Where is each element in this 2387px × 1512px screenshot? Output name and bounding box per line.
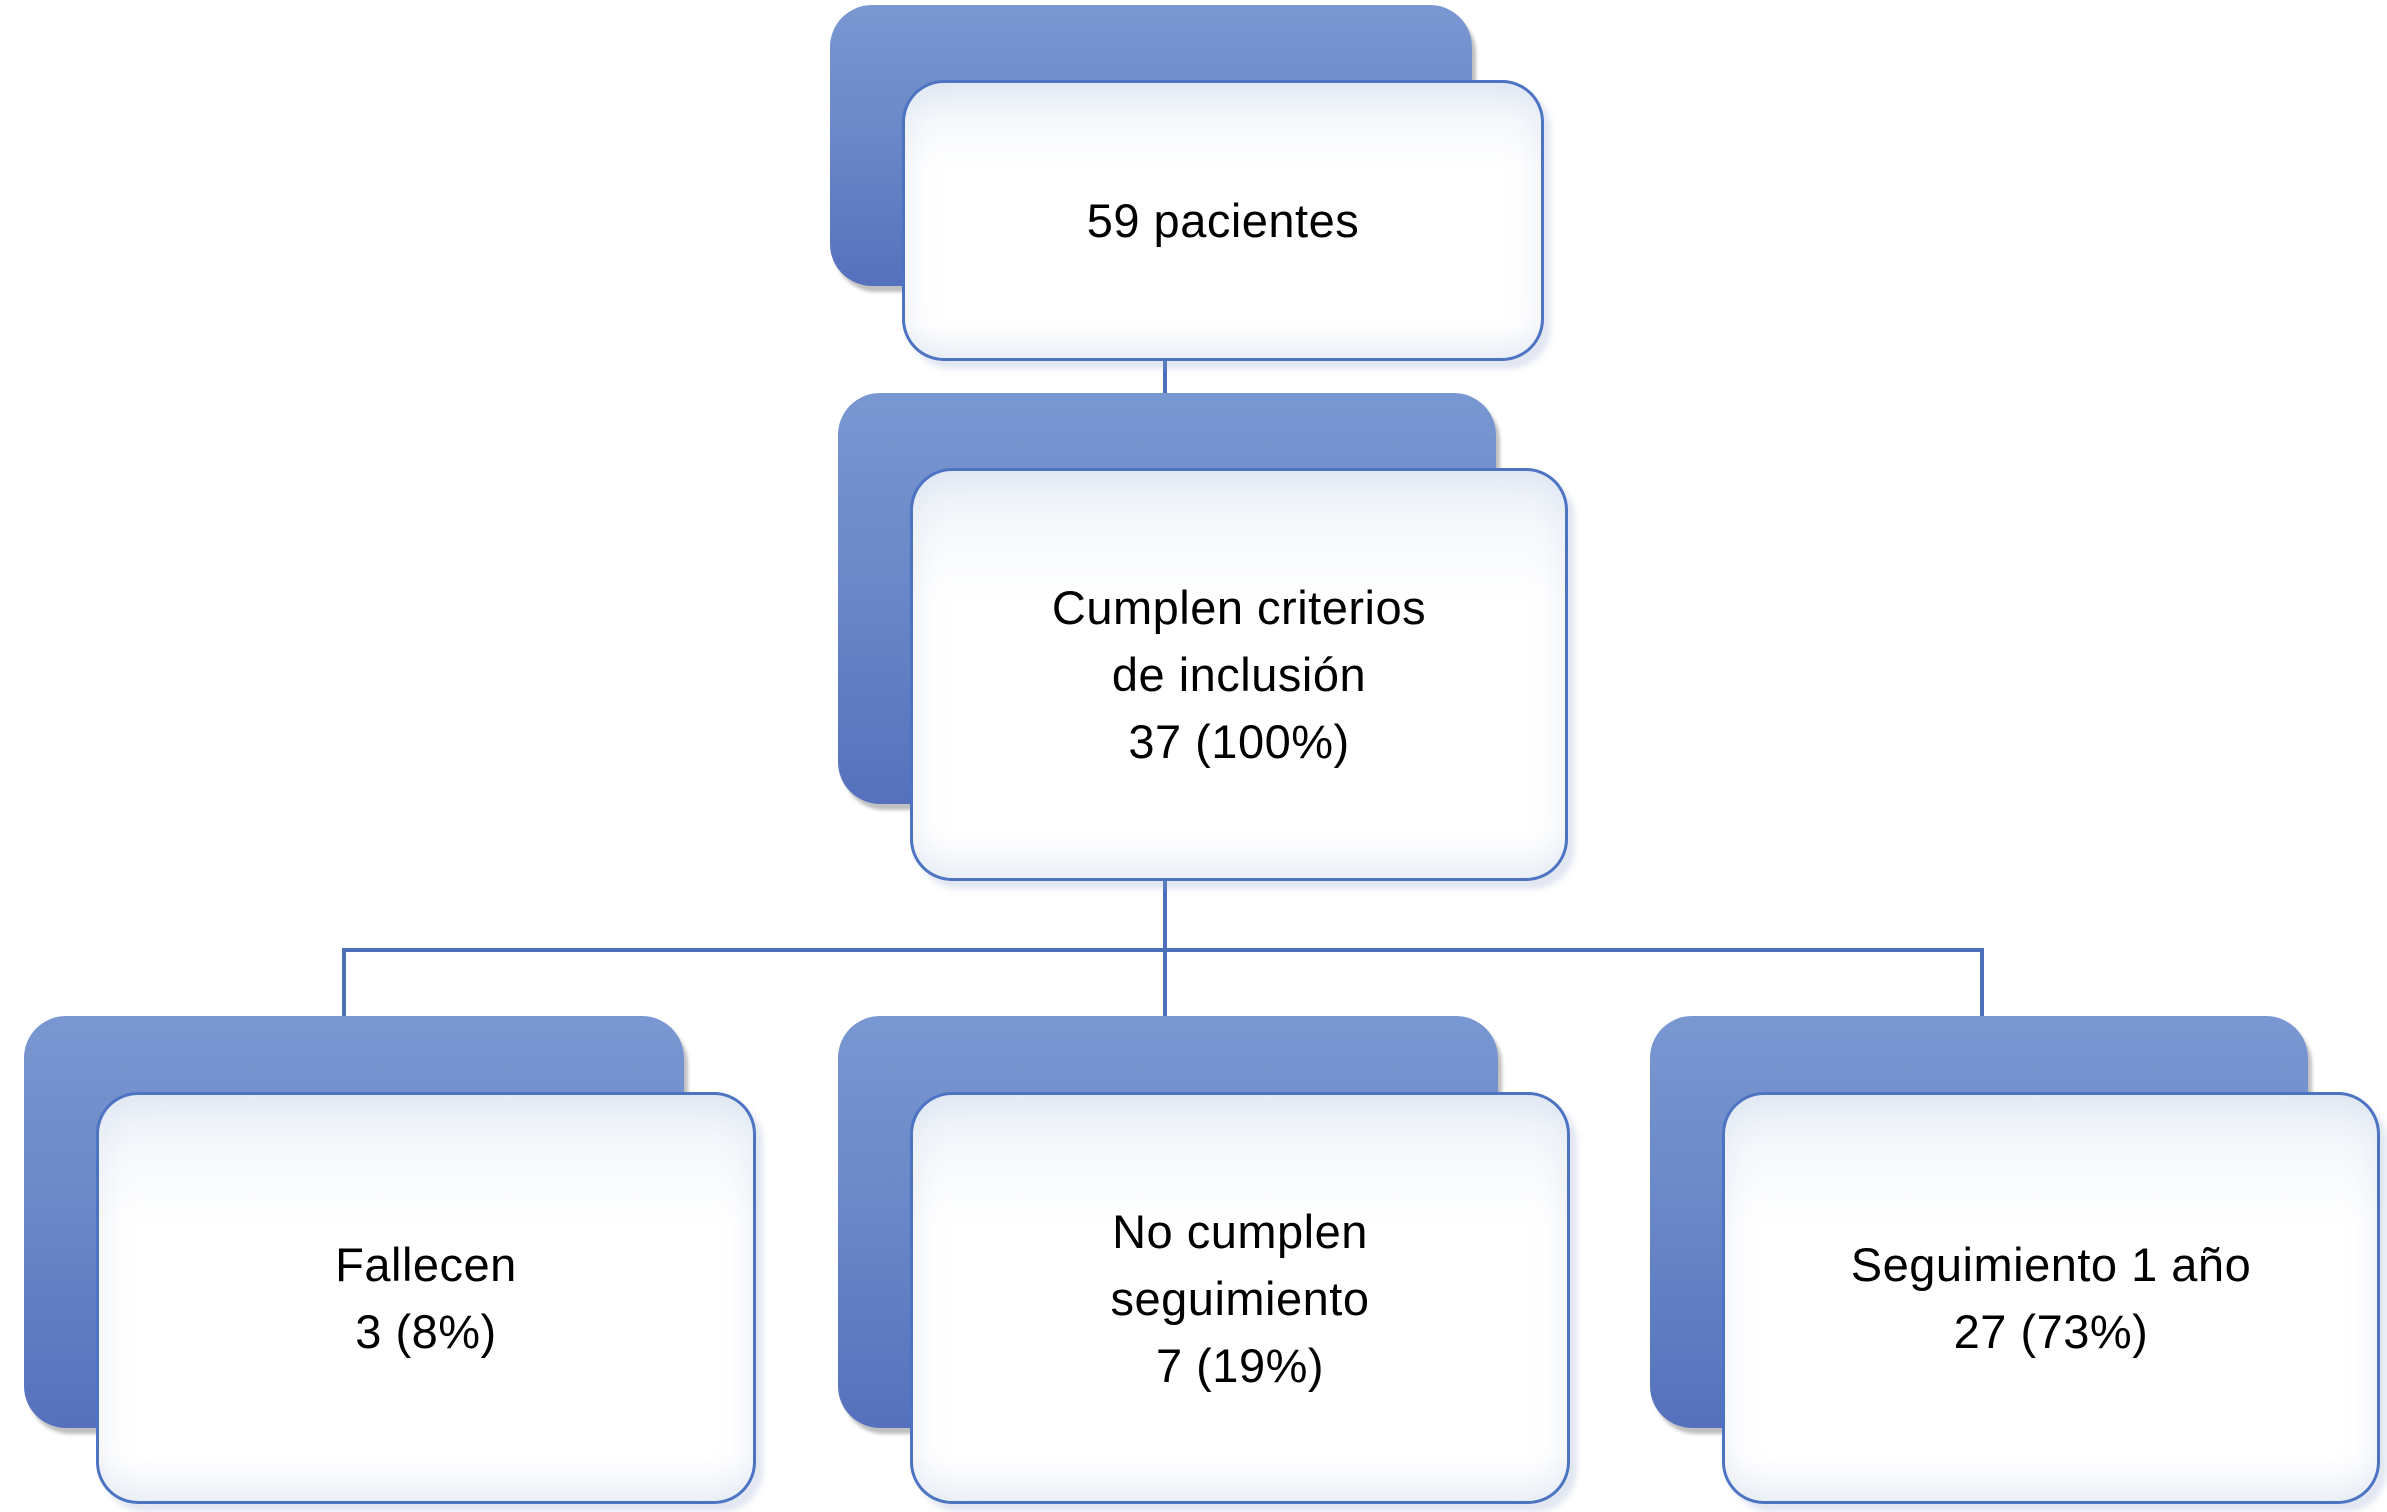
node-no-followup: No cumplen seguimiento 7 (19%) [910, 1092, 1570, 1504]
node-no-followup-label: No cumplen seguimiento 7 (19%) [1111, 1198, 1370, 1399]
node-no-followup-line: 7 (19%) [1155, 1338, 1325, 1392]
node-deceased-line: Fallecen [335, 1238, 517, 1291]
node-inclusion: Cumplen criterios de inclusión 37 (100%) [910, 468, 1568, 881]
node-followup-1-year: Seguimiento 1 año 27 (73%) [1722, 1092, 2380, 1504]
connector-branch-bar [342, 948, 1984, 952]
node-no-followup-line: No cumplen [1112, 1204, 1368, 1258]
node-inclusion-line: Cumplen criterios [1051, 581, 1427, 634]
node-patients-label: 59 pacientes [1087, 187, 1360, 254]
node-patients: 59 pacientes [902, 80, 1544, 361]
node-inclusion-label: Cumplen criterios de inclusión 37 (100%) [1052, 574, 1426, 775]
node-deceased-label: Fallecen 3 (8%) [335, 1231, 517, 1365]
node-deceased: Fallecen 3 (8%) [96, 1092, 756, 1504]
connector-branch-right [1980, 948, 1984, 1022]
node-followup-1-year-line: 27 (73%) [1953, 1305, 2149, 1358]
node-inclusion-line: de inclusión [1111, 648, 1367, 701]
node-patients-line: 59 pacientes [1086, 194, 1360, 247]
node-deceased-line: 3 (8%) [355, 1305, 497, 1358]
node-followup-1-year-label: Seguimiento 1 año 27 (73%) [1851, 1231, 2251, 1365]
node-followup-1-year-line: Seguimiento 1 año [1850, 1238, 2252, 1291]
node-no-followup-line: seguimiento [1110, 1271, 1370, 1325]
connector-patients-to-inclusion [1163, 356, 1167, 400]
connector-branch-left [342, 948, 346, 1022]
node-inclusion-line: 37 (100%) [1128, 715, 1350, 768]
